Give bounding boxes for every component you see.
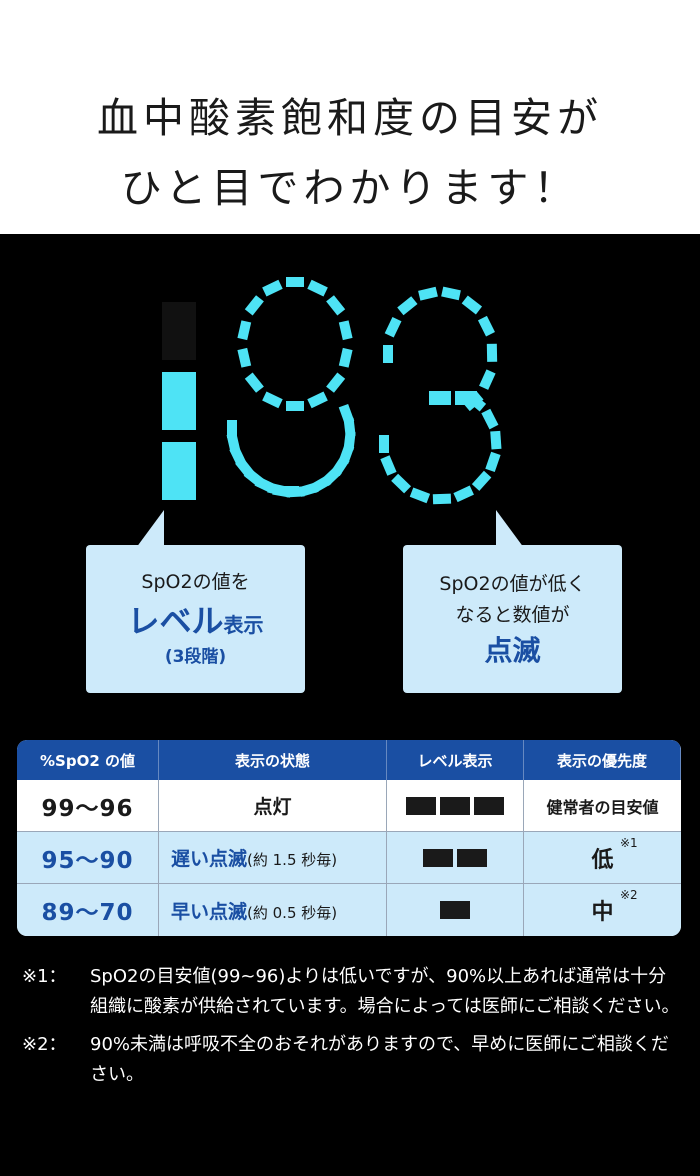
callout-left-strong: レベル	[127, 602, 224, 640]
blink-interval: (約 1.5 秒毎)	[247, 851, 338, 869]
digit-segment	[461, 295, 483, 315]
digit-segment	[307, 391, 328, 409]
digit-segment	[379, 435, 389, 453]
callout-blink: SpO2の値が低く なると数値が 点滅	[403, 545, 622, 693]
display-state: 点灯	[253, 796, 292, 818]
level-bar	[423, 848, 453, 867]
display-state: 遅い点滅(約 1.5 秒毎)	[171, 848, 338, 870]
headline-line-1: 血中酸素飽和度の目安が	[97, 94, 603, 142]
level-bar	[440, 901, 470, 919]
digit-segment	[479, 369, 496, 390]
digit-segment	[485, 451, 501, 473]
callout-right-line2: なると数値が	[455, 604, 570, 626]
digit-segment	[338, 347, 353, 368]
display-state: 早い点滅(約 0.5 秒毎)	[171, 900, 338, 923]
level-indicator-bar	[162, 372, 196, 430]
priority: 低	[591, 847, 614, 873]
spo2-table: %SpO2 の値 表示の状態 レベル表示 表示の優先度 99～96 点灯 健常者…	[17, 740, 681, 936]
digit-segment	[471, 470, 492, 491]
header-state: 表示の状態	[159, 740, 387, 780]
callout-right-strong: 点滅	[484, 634, 541, 667]
range-value: 99～96	[41, 795, 134, 822]
table-row: 99～96 点灯 健常者の目安値	[17, 780, 681, 832]
digit-segment	[227, 420, 237, 438]
level-indicator-bar	[162, 302, 196, 360]
digit-segment	[380, 455, 397, 476]
table-row: 89～70 早い点滅(約 0.5 秒毎) 中 ※2	[17, 884, 681, 936]
callout-left-strong-suffix: 表示	[223, 613, 264, 637]
range-value: 95～90	[41, 847, 134, 874]
level-bar	[457, 848, 487, 867]
segment-display: 93	[162, 277, 502, 505]
digit-segment	[429, 391, 451, 405]
digit-segment	[244, 295, 264, 316]
digit-segment	[384, 316, 402, 338]
footnotes: ※1： SpO2の目安値(99~96)よりは低いですが、90%以上あれば通常は十…	[22, 962, 682, 1098]
callout-right-pointer	[496, 510, 524, 548]
footnote-1-mark: ※1：	[22, 966, 67, 987]
footnote-2: ※2： 90%未満は呼吸不全のおそれがありますので、早めに医師にご相談ください。	[22, 1030, 682, 1090]
header-spo2: %SpO2 の値	[17, 740, 159, 780]
footnote-1-text: SpO2の目安値(99~96)よりは低いですが、90%以上あれば通常は十分組織に…	[90, 966, 680, 1017]
callout-level-display: SpO2の値を レベル表示 (3段階)	[86, 545, 305, 693]
level-bar	[440, 796, 470, 815]
digit-segment	[455, 391, 477, 405]
priority: 健常者の目安値	[546, 797, 659, 817]
digit-segment	[237, 347, 252, 368]
digit-segment	[307, 279, 328, 297]
digit-segment	[490, 430, 502, 450]
footnote-1: ※1： SpO2の目安値(99~96)よりは低いですが、90%以上あれば通常は十…	[22, 962, 682, 1022]
footnote-2-mark: ※2：	[22, 1034, 67, 1055]
header-level: レベル表示	[387, 740, 524, 780]
digit-segment	[432, 493, 452, 505]
digit-segment	[481, 408, 499, 430]
digit-segment	[286, 277, 304, 287]
digit-segment	[409, 487, 431, 504]
digit-segment	[486, 343, 498, 362]
blink-interval: (約 0.5 秒毎)	[247, 903, 338, 922]
digit-segment	[383, 345, 393, 363]
level-bar	[474, 796, 504, 815]
oximeter-display: 93	[0, 234, 700, 534]
footnote-mark: ※2	[620, 888, 638, 902]
digit-segment	[338, 320, 353, 341]
digit-segment	[397, 296, 418, 316]
range-value: 89～70	[41, 900, 134, 926]
spo2-reading: 93	[340, 386, 353, 397]
callout-left-line1: SpO2の値を	[141, 571, 250, 593]
digit-segment	[453, 485, 474, 503]
level-indicator-bar	[162, 442, 196, 500]
callout-left-pointer	[136, 510, 164, 548]
callout-left-sub: (3段階)	[164, 647, 227, 667]
digit-segment	[326, 295, 346, 316]
header-panel: 血中酸素飽和度の目安が ひと目でわかります！	[0, 0, 700, 234]
digit-segment	[418, 286, 438, 301]
priority: 中	[591, 900, 614, 925]
digit-segment	[272, 484, 292, 498]
level-bars	[423, 848, 487, 867]
level-bars	[406, 796, 504, 815]
level-bar	[406, 796, 436, 815]
level-bars	[440, 901, 470, 919]
footnote-2-text: 90%未満は呼吸不全のおそれがありますので、早めに医師にご相談ください。	[90, 1034, 669, 1085]
table-header-row: %SpO2 の値 表示の状態 レベル表示 表示の優先度	[17, 740, 681, 780]
digit-segment	[477, 315, 495, 337]
footnote-mark: ※1	[620, 836, 638, 850]
callout-right-line1: SpO2の値が低く	[439, 573, 586, 595]
digit-segment	[244, 372, 264, 393]
digit-segment	[441, 286, 461, 301]
table-row: 95～90 遅い点滅(約 1.5 秒毎) 低 ※1	[17, 832, 681, 884]
headline-line-2: ひと目でわかります！	[120, 164, 580, 212]
digit-segment	[326, 372, 346, 393]
digit-segment	[237, 320, 252, 341]
header-priority: 表示の優先度	[524, 740, 681, 780]
digit-segment	[391, 473, 412, 494]
digit-segment	[286, 401, 304, 411]
digit-segment	[262, 391, 283, 409]
digit-segment	[262, 279, 283, 297]
